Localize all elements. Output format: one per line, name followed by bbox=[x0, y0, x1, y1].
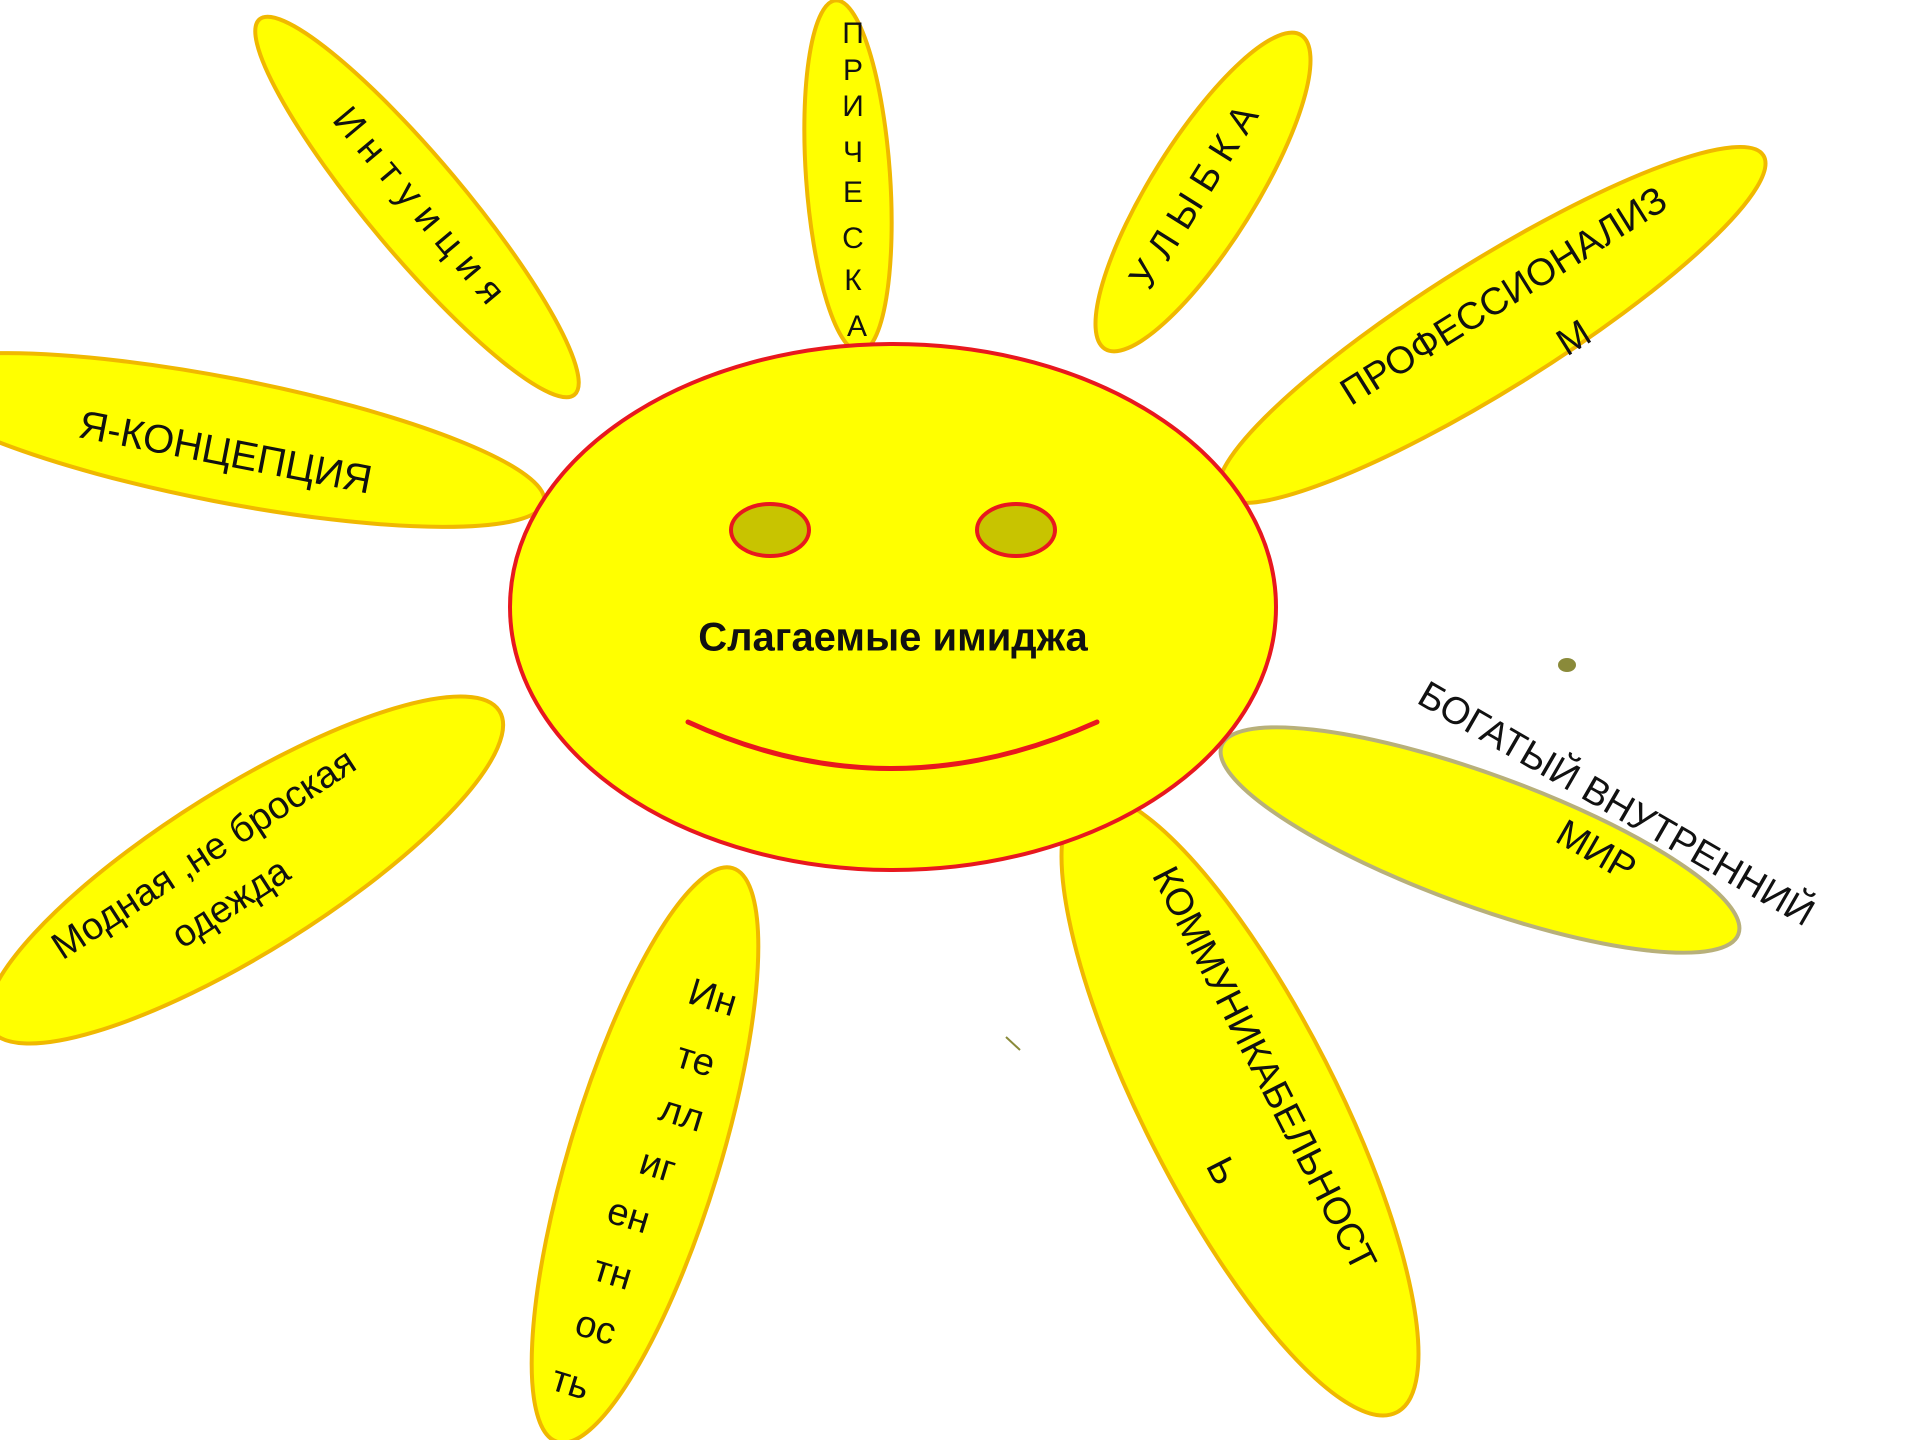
ray-intelligence: Ин те лл иг ен тн ос ть bbox=[486, 846, 805, 1440]
stray-mark bbox=[1006, 1037, 1020, 1050]
ray-hairstyle-letter: С bbox=[842, 222, 864, 255]
ray-clothing: Модная ,не броская одежда bbox=[0, 641, 543, 1098]
ray-hairstyle-letter: Р bbox=[843, 54, 863, 87]
ray-hairstyle: П Р И Ч Е С К А bbox=[794, 0, 902, 355]
ray-hairstyle-letter: К bbox=[844, 264, 862, 297]
ray-inner-world: БОГАТЫЙ ВНУТРЕННИЙ МИР bbox=[1199, 671, 1823, 996]
sun-disc bbox=[510, 344, 1276, 870]
right-eye bbox=[977, 504, 1055, 556]
diagram-title: Слагаемые имиджа bbox=[698, 616, 1088, 660]
ray-hairstyle-letter: И bbox=[842, 90, 864, 123]
ray-hairstyle-letter: Е bbox=[843, 176, 863, 209]
ray-hairstyle-letter: Ч bbox=[843, 136, 863, 169]
ray-self-concept: Я-КОНЦЕПЦИЯ bbox=[0, 317, 556, 563]
ray-hairstyle-letter: П bbox=[842, 17, 864, 50]
ray-intuition: И н т у и ц и я bbox=[223, 0, 612, 426]
sun-face: Слагаемые имиджа bbox=[510, 344, 1276, 870]
ray-hairstyle-letter: А bbox=[847, 310, 867, 343]
stray-dot bbox=[1558, 658, 1576, 672]
ray-smile: У Л Ы Б К А bbox=[1061, 8, 1345, 377]
left-eye bbox=[731, 504, 809, 556]
